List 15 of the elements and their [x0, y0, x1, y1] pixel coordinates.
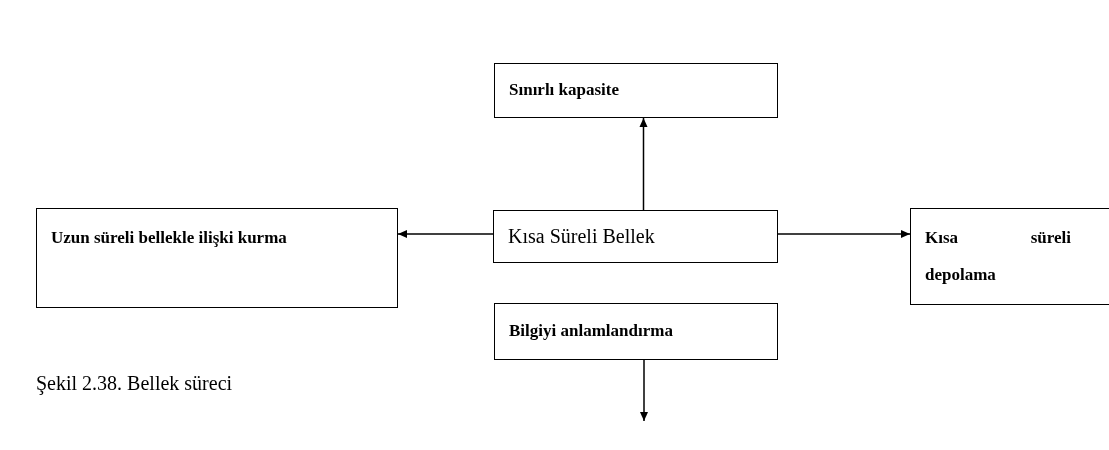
arrow	[777, 230, 911, 238]
process-box	[36, 208, 398, 308]
process-box	[910, 208, 1109, 305]
figure-caption: Şekil 2.38. Bellek süreci	[36, 372, 233, 395]
process-box	[493, 210, 778, 263]
box-label: Sınırlı kapasite	[509, 79, 621, 101]
box-label: Uzun süreli bellekle ilişki kurma	[51, 227, 288, 249]
arrow	[640, 359, 648, 422]
arrow	[397, 230, 494, 238]
box-label: Kısa süreli depolama	[925, 227, 1071, 287]
box-label: Kısa Süreli Bellek	[508, 224, 656, 249]
box-label: Bilgiyi anlamlandırma	[509, 320, 674, 342]
process-box	[494, 303, 778, 360]
arrow	[639, 117, 648, 211]
process-box	[494, 63, 778, 118]
